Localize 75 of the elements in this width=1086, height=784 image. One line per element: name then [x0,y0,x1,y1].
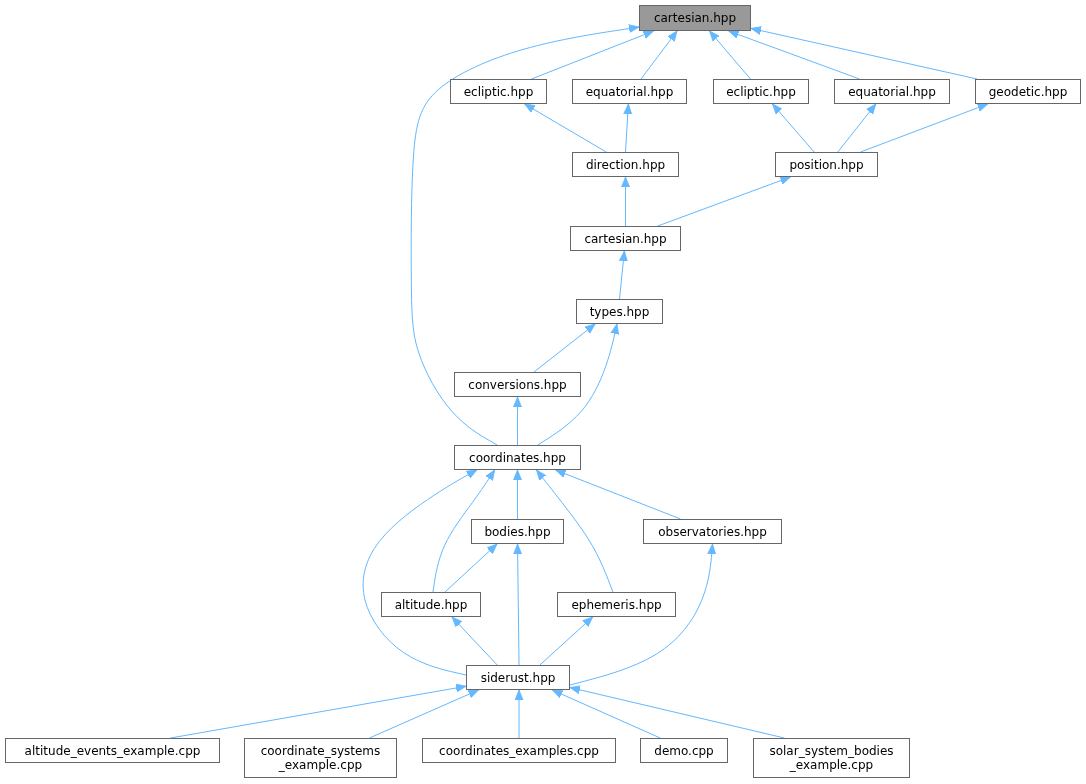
file-box [753,738,910,778]
include-arrow [444,543,498,593]
include-arrow [555,469,682,520]
file-name: position.hpp [788,157,865,172]
file-name: ecliptic.hpp [462,84,535,99]
include-arrow [531,30,655,80]
file-box [775,152,878,177]
include-arrow [657,176,791,227]
include-arrow [837,103,877,153]
include-arrow [539,616,594,666]
file-name: geodetic.hpp [987,84,1069,99]
file-name: ecliptic.hpp [725,84,797,99]
file-box [454,445,581,470]
file-name: altitude_events_example.cpp [23,743,202,758]
include-arrow [619,250,628,300]
include-arrow [640,30,678,80]
file-box [639,5,751,31]
file-name: altitude.hpp [393,597,469,612]
file-box [466,665,570,690]
file-name: cartesian.hpp [583,231,668,246]
file-name: siderust.hpp [479,670,557,685]
file-box [834,79,950,104]
file-name: cartesian.hpp [652,11,738,25]
include-arrow [709,30,751,80]
file-name: conversions.hpp [467,377,568,392]
file-box [576,299,663,324]
file-box [471,519,564,544]
file-box [454,372,581,397]
file-box [640,738,728,763]
include-arrow [623,103,633,153]
include-arrow [621,176,630,227]
include-arrow [368,689,479,739]
file-box [643,519,782,544]
include-arrow [537,323,620,446]
file-box [570,226,681,251]
include-arrow [569,685,785,739]
file-name: demo.cpp [653,743,715,758]
include-arrow [860,103,989,153]
file-name: observatories.hpp [657,524,768,539]
file-box [975,79,1081,104]
include-arrow [750,26,978,80]
file-name: coordinate_systems _example.cpp [259,744,382,772]
file-name: ephemeris.hpp [570,597,663,612]
file-name: solar_system_bodies _example.cpp [768,744,895,772]
include-arrow [514,689,524,739]
file-name: coordinates.hpp [468,450,567,465]
file-box [5,738,220,763]
include-arrow [513,543,523,666]
file-name: types.hpp [588,304,651,319]
file-box [572,152,679,177]
include-arrow [536,469,614,593]
include-arrow [524,103,607,153]
include-arrow [451,616,498,666]
file-name: coordinates_examples.cpp [438,743,600,758]
include-arrow [569,543,717,686]
file-name: bodies.hpp [483,524,552,539]
file-box [244,738,397,778]
file-box [713,79,809,104]
include-arrow [513,396,522,446]
include-arrow [728,30,860,80]
file-name: direction.hpp [584,157,667,172]
include-arrow [362,469,478,676]
file-box [450,79,547,104]
include-arrow [432,469,496,593]
include-arrow [513,469,522,520]
include-arrow [551,689,661,739]
file-name: equatorial.hpp [847,84,937,99]
file-name: equatorial.hpp [584,84,675,99]
include-arrow [410,24,640,446]
file-box [557,592,676,617]
include-arrow [772,103,815,153]
file-box [381,592,481,617]
file-box [422,738,616,763]
file-box [572,79,687,104]
include-arrow [533,323,596,373]
